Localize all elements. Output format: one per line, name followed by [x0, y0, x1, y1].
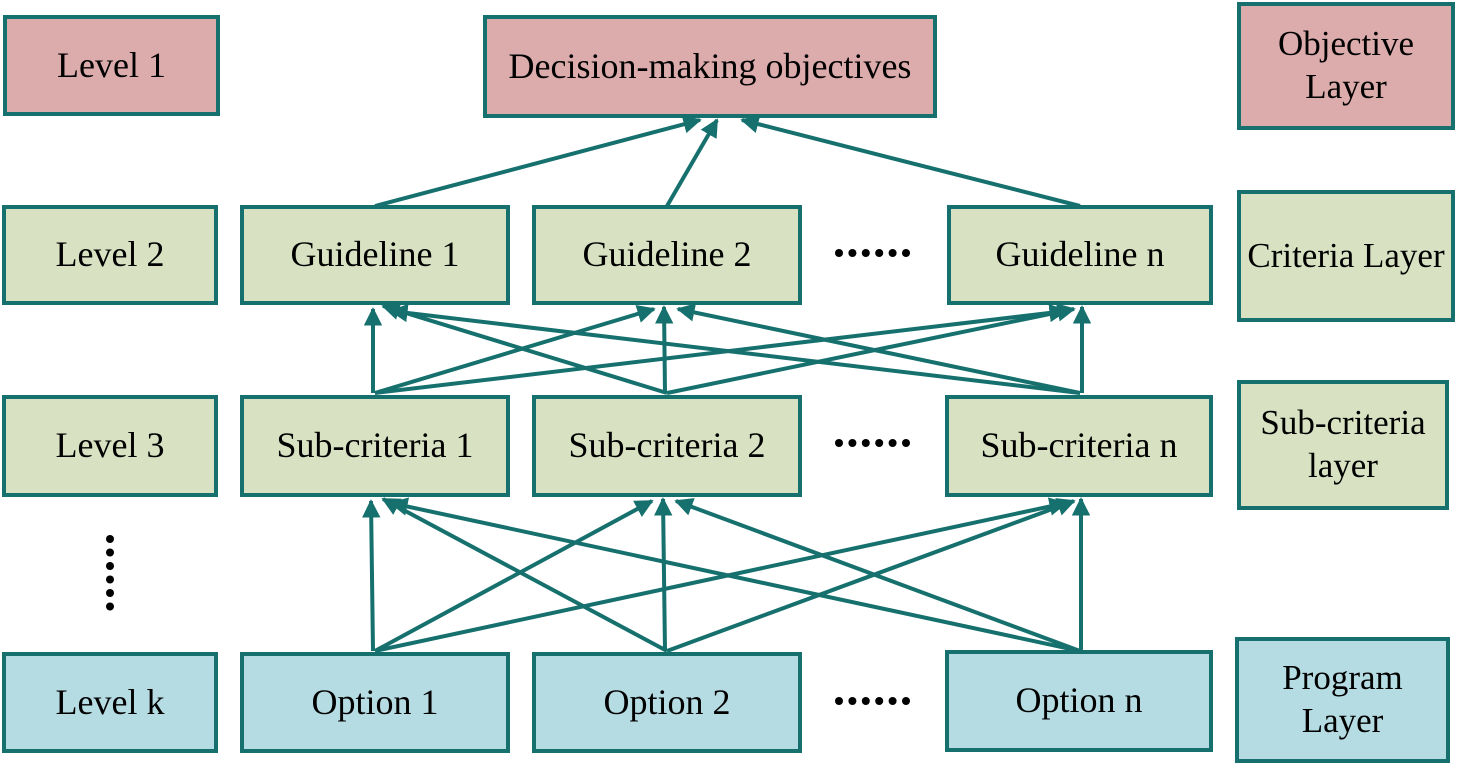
criteria-to-objective-arrows	[374, 115, 1081, 208]
option-2-box: Option 2	[532, 652, 802, 753]
ellipsis-dots-options-row	[835, 697, 910, 705]
level-k-box: Level k	[2, 652, 218, 753]
objective-layer-label-box: Objective Layer	[1237, 2, 1455, 130]
criteria-layer-label-box: Criteria Layer	[1237, 190, 1455, 322]
option-1-box: Option 1	[240, 652, 510, 753]
guideline-1-box: Guideline 1	[240, 205, 510, 305]
ellipsis-dots-subcriteria-row	[835, 439, 910, 447]
sub-criteria-1-box: Sub-criteria 1	[240, 395, 510, 497]
objective-box: Decision-making objectives	[483, 15, 937, 118]
level-2-box: Level 2	[2, 205, 218, 305]
option-n-box: Option n	[945, 650, 1213, 752]
guideline-2-box: Guideline 2	[532, 205, 802, 305]
level-3-box: Level 3	[2, 395, 218, 497]
options-to-subcriteria-arrows	[362, 497, 1091, 653]
subcriteria-to-criteria-arrows	[363, 302, 1092, 395]
ellipsis-dots-vertical-levels	[106, 535, 114, 611]
guideline-n-box: Guideline n	[947, 205, 1213, 305]
sub-criteria-layer-label-box: Sub-criteria layer	[1237, 380, 1449, 510]
ellipsis-dots-criteria-row	[835, 249, 910, 257]
sub-criteria-n-box: Sub-criteria n	[945, 395, 1213, 497]
level-1-box: Level 1	[3, 15, 220, 116]
program-layer-label-box: Program Layer	[1235, 637, 1450, 763]
sub-criteria-2-box: Sub-criteria 2	[532, 395, 802, 497]
